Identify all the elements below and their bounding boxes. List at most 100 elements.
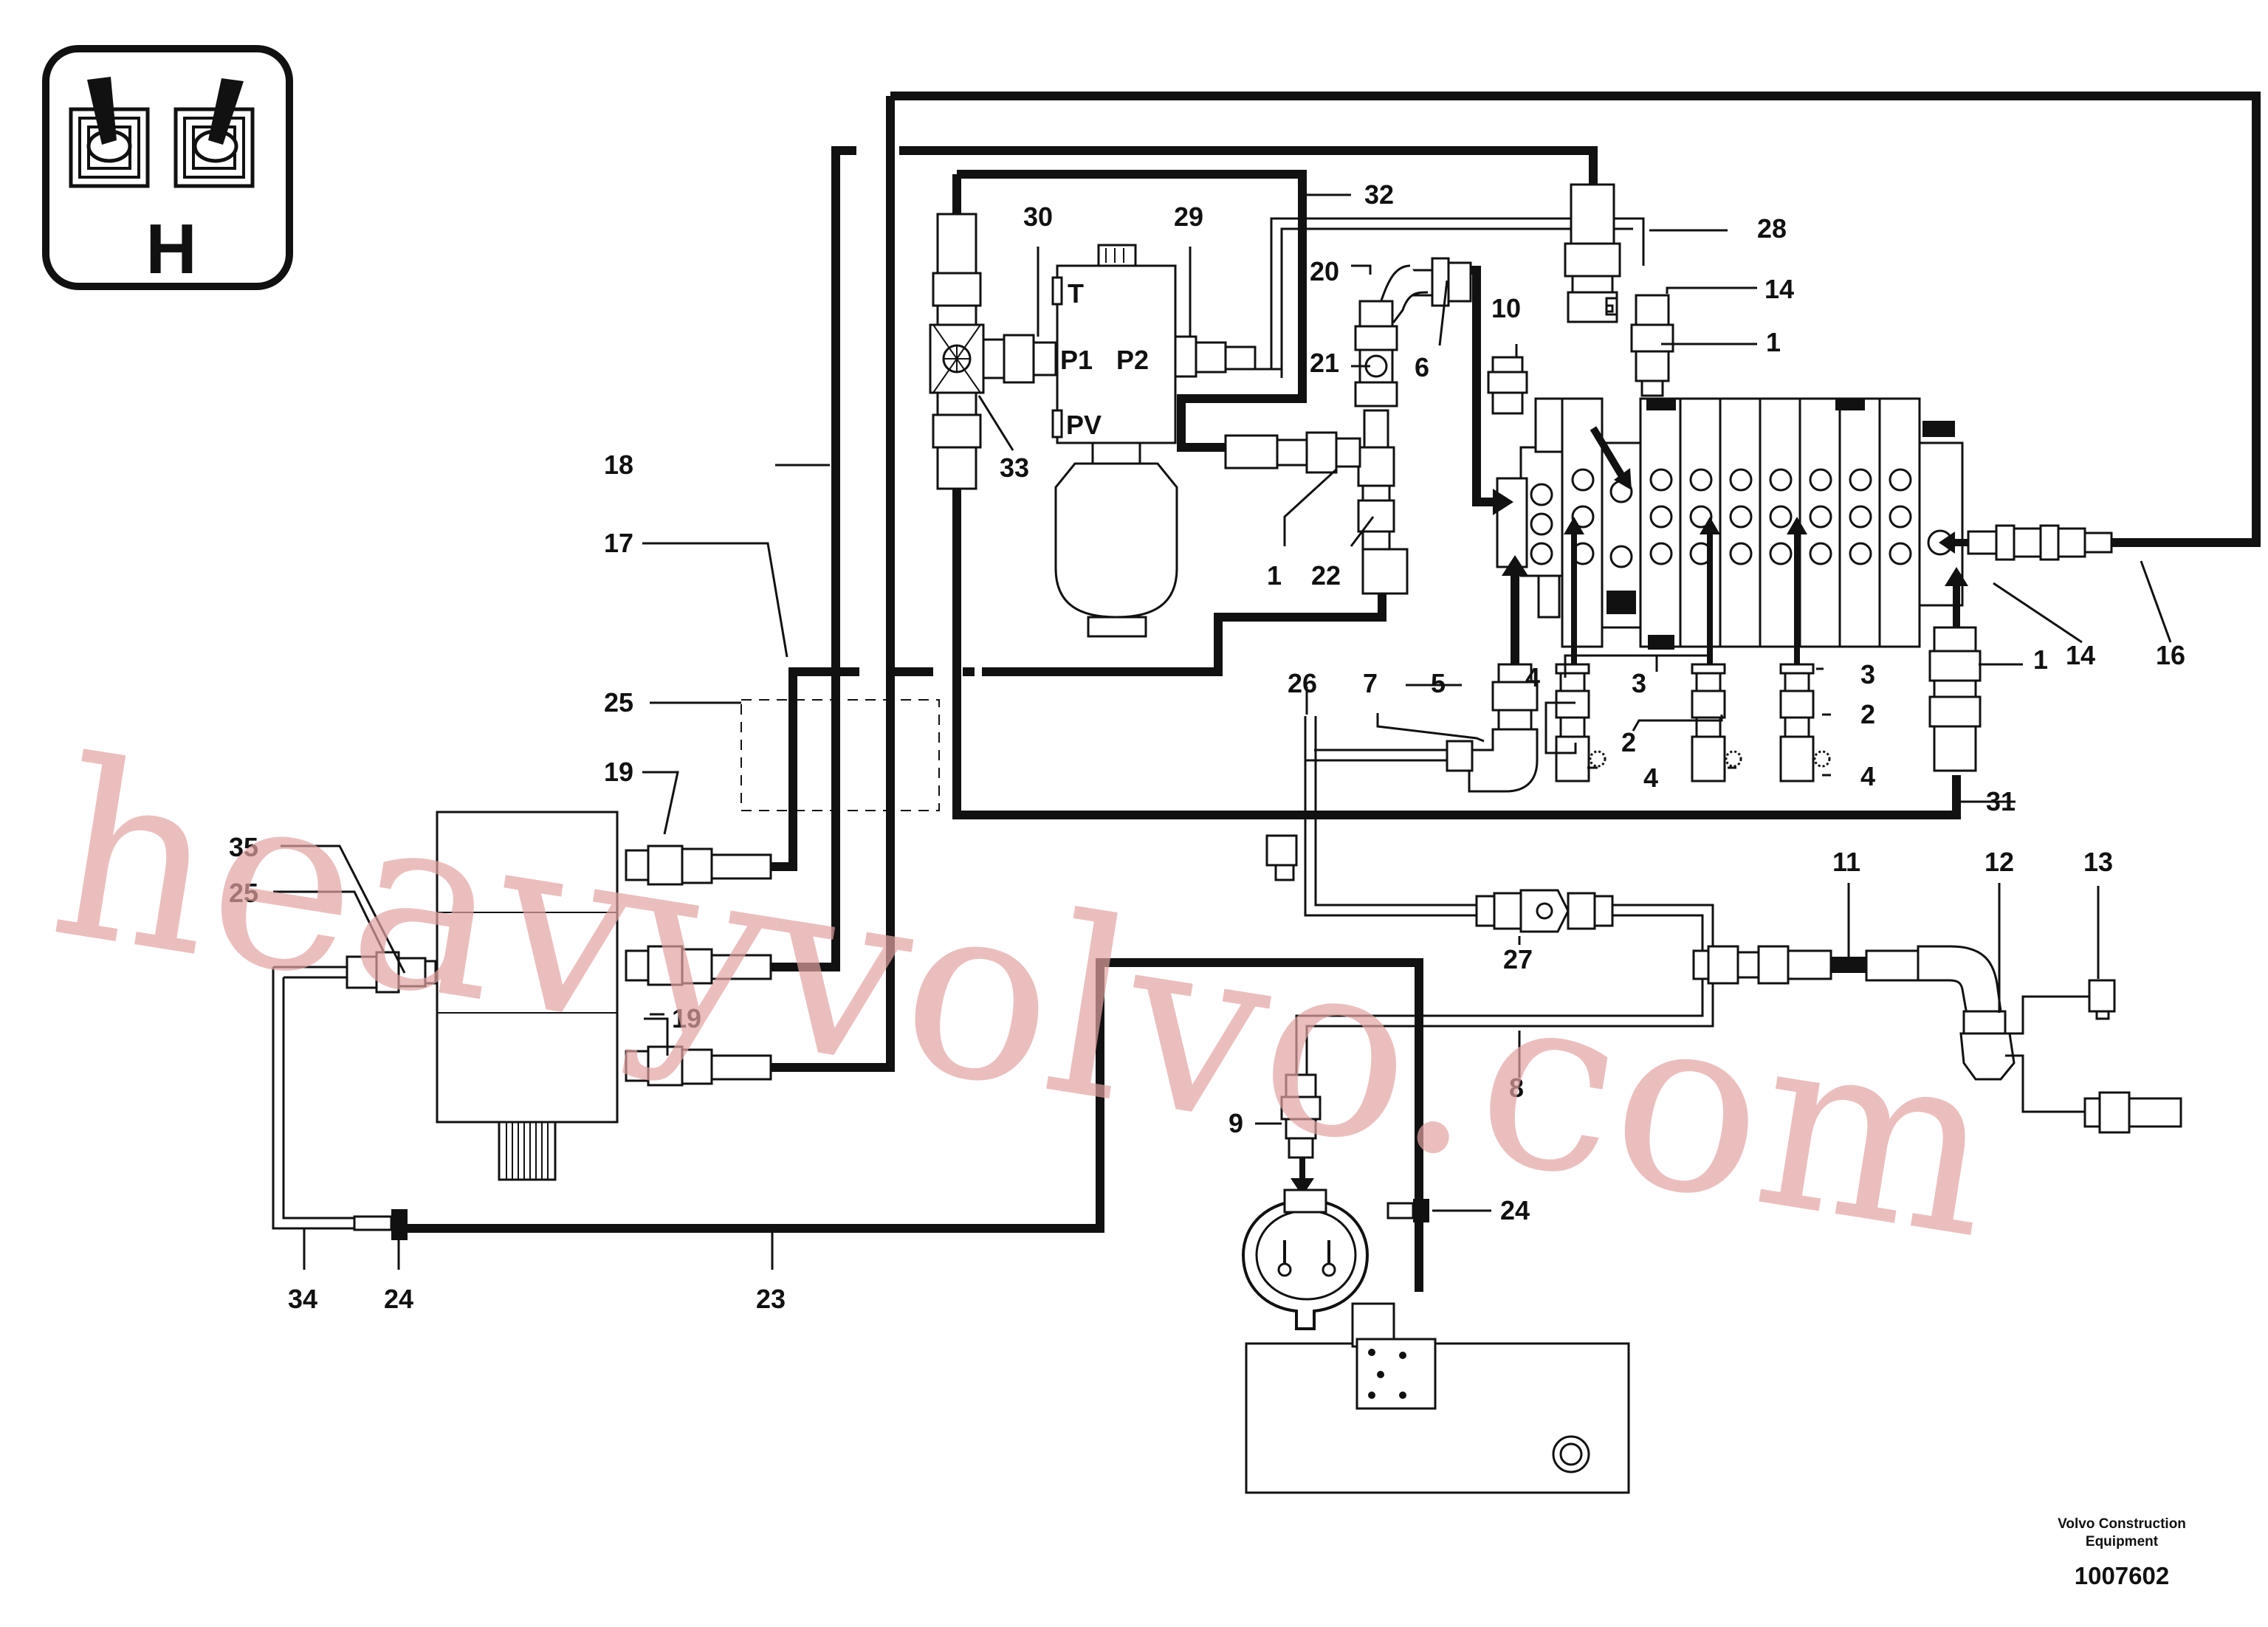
callout-22: 22	[1311, 560, 1341, 591]
test-coupling-right	[1779, 663, 1831, 782]
fitting-19-bottom	[625, 1045, 772, 1087]
right-joystick-icon	[173, 78, 255, 188]
fitting-27	[1475, 889, 1614, 933]
fitting-5	[1446, 663, 1539, 793]
fitting-24-left	[353, 1209, 408, 1240]
hose-16	[890, 92, 2261, 547]
callout-1a: 1	[1766, 327, 1781, 357]
callout-3a: 3	[1632, 668, 1646, 698]
callout-27: 27	[1503, 944, 1533, 974]
port-t-label: T	[1068, 278, 1084, 309]
hose-18b	[768, 96, 895, 1072]
control-pattern-letter: H	[145, 210, 196, 289]
callout-32: 32	[1364, 179, 1394, 210]
port-pv-label: PV	[1066, 410, 1102, 440]
hose-31	[952, 480, 1961, 819]
callout-8: 8	[1509, 1073, 1524, 1103]
fitting-column-21-22	[1224, 257, 1472, 595]
callout-1c: 1	[2033, 644, 2048, 675]
pilot-lines	[272, 217, 1714, 1230]
callout-11: 11	[1832, 847, 1860, 877]
callout-23: 23	[756, 1284, 786, 1314]
callout-4b: 4	[1643, 763, 1658, 793]
hydraulic-tank	[1245, 1302, 1630, 1494]
watermark-text: heavyvolvo.com	[37, 707, 2013, 1293]
callout-31: 31	[1986, 786, 2016, 816]
footer: Volvo Construction Equipment 1007602	[2058, 1516, 2186, 1589]
hose-17	[768, 667, 815, 871]
callout-numbers: 32 30 29 33 20 21 6 10 28 14 1 1 22 1 14…	[229, 179, 2185, 1314]
return-filter	[1241, 1189, 1370, 1330]
fitting-14-right	[1967, 524, 2113, 561]
manifold-33	[929, 213, 1057, 490]
callout-17: 17	[604, 528, 633, 558]
test-coupling-left	[1555, 663, 1606, 782]
callout-25b: 25	[229, 878, 258, 908]
callout-4c: 4	[1860, 761, 1875, 791]
fitting-35	[346, 951, 437, 994]
callout-2a: 2	[1621, 727, 1636, 757]
callout-14b: 14	[2066, 640, 2095, 670]
callout-35: 35	[229, 832, 258, 862]
pilot-pump-unit	[1051, 244, 1257, 638]
fitting-13	[2088, 979, 2116, 1020]
callout-28: 28	[1757, 213, 1787, 244]
callout-4a: 4	[1525, 662, 1540, 692]
callout-29: 29	[1174, 202, 1203, 232]
fitting-1-right	[1928, 626, 1982, 772]
callout-10: 10	[1491, 293, 1521, 323]
callout-20: 20	[1310, 256, 1339, 286]
callout-9: 9	[1228, 1108, 1243, 1138]
callout-14a: 14	[1764, 274, 1794, 304]
callout-3b: 3	[1860, 659, 1875, 689]
main-control-valve	[1291, 397, 1968, 1196]
hose-17-cont	[982, 583, 1386, 676]
fitting-13b	[2083, 1091, 2182, 1134]
fitting-19-top	[625, 845, 772, 886]
control-pattern-icon: H	[42, 45, 293, 290]
drawing-number: 1007602	[2075, 1562, 2169, 1589]
callout-25: 25	[604, 687, 633, 718]
thick-hoses	[408, 92, 2261, 1292]
hose-32	[957, 170, 1307, 452]
callout-30: 30	[1023, 202, 1053, 232]
port-p2-label: P2	[1116, 345, 1149, 375]
company-line-2: Equipment	[2086, 1534, 2159, 1549]
hose-23	[408, 958, 1423, 1292]
fitting-stack-14-top	[1630, 294, 1674, 397]
fitting-10	[1487, 356, 1528, 415]
callout-33: 33	[1000, 453, 1029, 483]
callout-13: 13	[2083, 847, 2113, 877]
fitting-19-mid	[625, 945, 772, 986]
callout-1b: 1	[1267, 560, 1282, 591]
hose-28	[899, 146, 1598, 185]
callout-18: 18	[604, 450, 633, 480]
callout-6: 6	[1415, 352, 1429, 382]
callout-12: 12	[1984, 847, 2014, 877]
callout-5: 5	[1431, 668, 1446, 698]
callout-24a: 24	[384, 1284, 413, 1314]
callout-24b: 24	[1500, 1195, 1530, 1225]
callout-19a: 19	[604, 757, 633, 787]
left-joystick-icon	[69, 77, 150, 188]
port-p1-label: P1	[1060, 345, 1093, 375]
callout-26: 26	[1288, 668, 1317, 698]
callout-7: 7	[1363, 668, 1378, 698]
callout-19b: 19	[672, 1003, 701, 1033]
test-coupling-mid	[1691, 663, 1742, 782]
callout-16: 16	[2156, 640, 2185, 670]
leader-lines	[273, 193, 2172, 1270]
callout-34: 34	[288, 1284, 317, 1314]
component-25-outline	[740, 699, 940, 811]
fitting-24-right	[1386, 1199, 1429, 1222]
hose-18	[768, 146, 856, 971]
callout-21: 21	[1310, 348, 1339, 378]
flow-arrows	[1291, 426, 1968, 1196]
company-line-1: Volvo Construction	[2058, 1516, 2186, 1532]
valve-ports	[1530, 468, 1953, 568]
fitting-stack-28	[1564, 183, 1621, 323]
fitting-26	[1265, 834, 1298, 881]
callout-2b: 2	[1860, 699, 1875, 729]
pilot-block	[436, 699, 940, 1181]
